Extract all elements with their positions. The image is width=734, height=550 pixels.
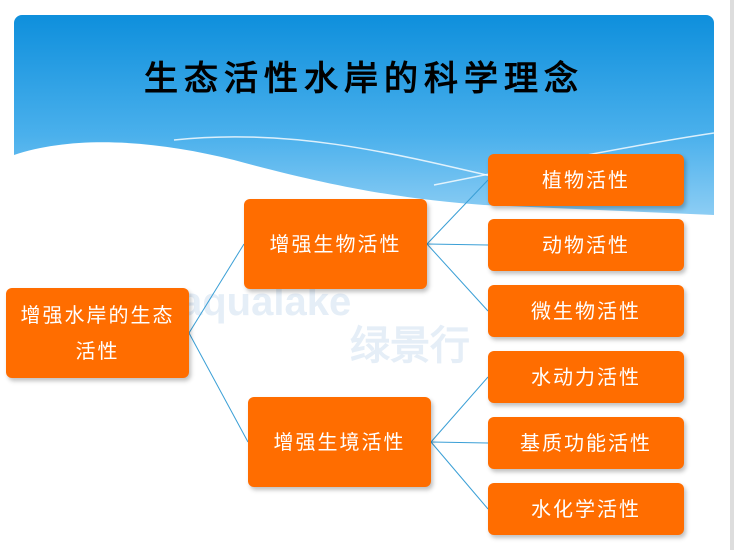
scrollbar[interactable] bbox=[730, 0, 734, 550]
connector bbox=[430, 376, 489, 443]
leaf-label: 水化学活性 bbox=[531, 497, 641, 521]
watermark-chinese: 绿景行 bbox=[350, 324, 470, 368]
slide-title: 生态活性水岸的科学理念 bbox=[144, 59, 584, 99]
leaf-node: 动物活性 bbox=[488, 219, 684, 271]
leaf-node: 水化学活性 bbox=[488, 483, 684, 535]
branch-node-biological: 增强生物活性 bbox=[244, 199, 427, 289]
connector bbox=[188, 243, 245, 334]
branch-node-habitat: 增强生境活性 bbox=[248, 397, 431, 487]
connector bbox=[426, 179, 489, 245]
connector bbox=[426, 243, 489, 246]
connector bbox=[430, 441, 489, 510]
connector bbox=[426, 243, 489, 312]
slide: 生态活性水岸的科学理念 bbox=[14, 15, 714, 550]
branch-label: 增强生物活性 bbox=[269, 232, 402, 256]
leaf-label: 基质功能活性 bbox=[520, 431, 652, 455]
leaf-label: 植物活性 bbox=[542, 168, 630, 192]
leaf-node: 水动力活性 bbox=[488, 351, 684, 403]
connector bbox=[430, 441, 489, 444]
leaf-node: 基质功能活性 bbox=[488, 417, 684, 469]
branch-label: 增强生境活性 bbox=[273, 430, 406, 454]
leaf-label: 动物活性 bbox=[542, 233, 630, 257]
leaf-label: 水动力活性 bbox=[531, 365, 641, 389]
leaf-node: 微生物活性 bbox=[488, 285, 684, 337]
root-label: 增强水岸的生态活性 bbox=[20, 303, 175, 363]
root-node: 增强水岸的生态活性 bbox=[6, 288, 189, 378]
leaf-node: 植物活性 bbox=[488, 154, 684, 206]
connector bbox=[188, 332, 249, 443]
leaf-label: 微生物活性 bbox=[531, 299, 641, 323]
